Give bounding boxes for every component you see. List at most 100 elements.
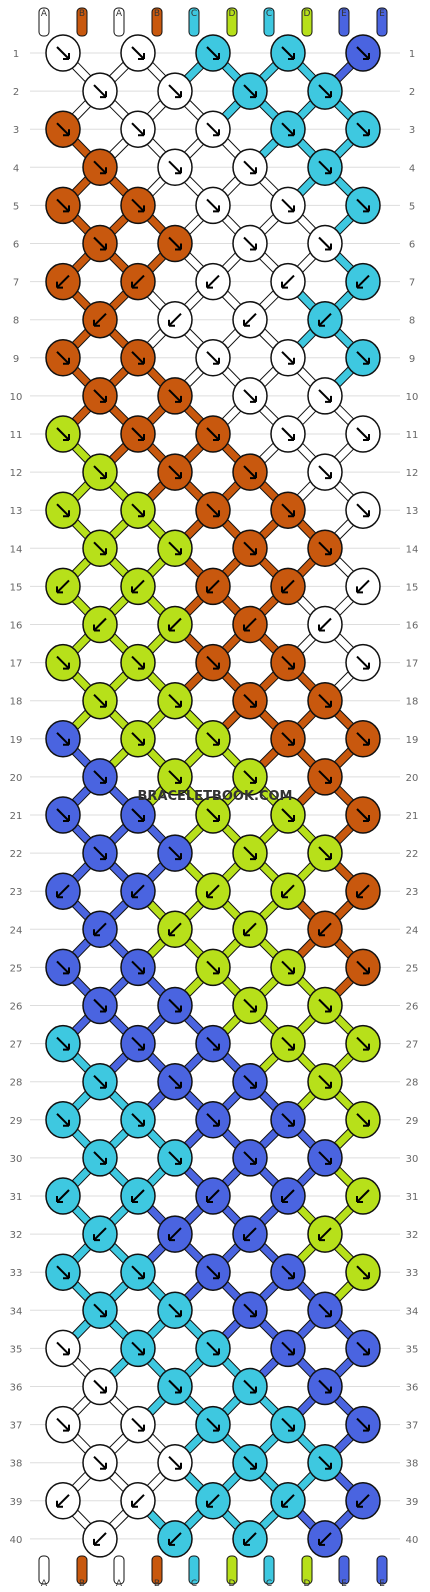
knot-arrow-head bbox=[325, 395, 332, 403]
knot-arrow bbox=[168, 465, 182, 479]
knot bbox=[157, 148, 193, 187]
knot-arrow-head bbox=[288, 1043, 295, 1051]
knot-arrow bbox=[131, 274, 145, 289]
strand-tab-top bbox=[263, 7, 275, 37]
knot bbox=[157, 986, 193, 1025]
knot-arrow-head bbox=[63, 53, 70, 60]
knot-arrow bbox=[318, 160, 332, 175]
knot-arrow-head bbox=[100, 91, 107, 99]
knot-arrow bbox=[56, 1113, 70, 1127]
knot bbox=[45, 34, 81, 72]
knot-arrow bbox=[56, 732, 70, 746]
row-number-left: 20 bbox=[10, 773, 23, 784]
knot-arrow-head bbox=[288, 1424, 295, 1432]
knot-arrow bbox=[168, 160, 182, 175]
knot-arrow-head bbox=[288, 510, 295, 518]
knot-arrow bbox=[168, 84, 182, 98]
knot bbox=[157, 1291, 193, 1330]
knot bbox=[345, 872, 381, 910]
knot-arrow-head bbox=[250, 1081, 257, 1089]
knot bbox=[120, 1482, 156, 1520]
knot-arrow-head bbox=[175, 1310, 182, 1318]
row-number-left: 24 bbox=[10, 925, 23, 936]
strand-label-top: A bbox=[116, 9, 123, 19]
knot bbox=[307, 1520, 343, 1558]
knot-arrow-head bbox=[206, 281, 213, 289]
knot bbox=[232, 1367, 268, 1406]
knot bbox=[120, 872, 156, 910]
knot-arrow bbox=[93, 617, 107, 632]
knot bbox=[307, 529, 343, 568]
knot bbox=[120, 720, 156, 758]
strand-label-bottom: B bbox=[154, 1579, 160, 1589]
knot-arrow-head bbox=[250, 853, 257, 861]
knot-arrow-head bbox=[213, 205, 220, 213]
knot-arrow-head bbox=[100, 1462, 107, 1470]
knot bbox=[345, 186, 381, 225]
knot-arrow bbox=[206, 274, 220, 289]
knot-arrow bbox=[131, 579, 145, 594]
strand-label-top: C bbox=[191, 9, 197, 19]
knot bbox=[45, 186, 81, 225]
knot-arrow-head bbox=[100, 700, 107, 708]
knot bbox=[195, 872, 231, 910]
knot-arrow-head bbox=[138, 1348, 145, 1356]
knot-arrow-head bbox=[138, 738, 145, 746]
row-number-left: 26 bbox=[10, 1002, 23, 1013]
knot-arrow-head bbox=[325, 243, 332, 251]
knot-arrow bbox=[281, 884, 295, 898]
row-number-right: 10 bbox=[406, 392, 419, 403]
knot-arrow-head bbox=[131, 1196, 138, 1203]
knot-arrow-head bbox=[138, 815, 145, 822]
knot-arrow-head bbox=[175, 1157, 182, 1165]
row-number-right: 13 bbox=[406, 506, 419, 517]
knot-arrow-head bbox=[63, 357, 70, 365]
knot-arrow bbox=[281, 1417, 295, 1432]
knot-arrow bbox=[56, 503, 70, 517]
knot-arrow-head bbox=[288, 1348, 295, 1356]
knot-arrow-head bbox=[363, 510, 370, 518]
knot-arrow-head bbox=[288, 129, 295, 137]
knot-arrow bbox=[131, 1341, 145, 1356]
knot-arrow-head bbox=[318, 1234, 325, 1242]
knot-arrow-head bbox=[168, 929, 175, 937]
knot-arrow-head bbox=[213, 434, 220, 441]
knot bbox=[157, 1215, 193, 1253]
knot bbox=[195, 339, 231, 377]
knot-arrow bbox=[56, 808, 70, 822]
knot-arrow-head bbox=[250, 776, 257, 784]
knot-arrow bbox=[206, 122, 220, 136]
knot-arrow-head bbox=[213, 357, 220, 365]
strand-label-bottom: B bbox=[79, 1579, 85, 1589]
knot-arrow-head bbox=[356, 1196, 363, 1203]
row-number-left: 38 bbox=[10, 1459, 23, 1470]
row-number-left: 8 bbox=[13, 316, 19, 327]
knot-arrow-head bbox=[168, 1538, 175, 1546]
knot bbox=[82, 224, 118, 263]
knot bbox=[120, 1405, 156, 1444]
knot-arrow-head bbox=[288, 205, 295, 213]
knot-arrow bbox=[168, 846, 182, 860]
strand-tab-top bbox=[113, 7, 125, 37]
knot-arrow bbox=[281, 579, 295, 594]
knot bbox=[82, 1443, 118, 1482]
knot-arrow-head bbox=[206, 1196, 213, 1203]
row-number-left: 37 bbox=[10, 1421, 23, 1432]
knot-arrow bbox=[168, 922, 182, 937]
knot-arrow-head bbox=[206, 891, 213, 899]
knot-arrow bbox=[281, 808, 295, 822]
knot bbox=[45, 1101, 81, 1139]
knot-arrow bbox=[168, 1303, 182, 1318]
knot-arrow bbox=[318, 1074, 332, 1089]
knot-arrow bbox=[131, 503, 145, 517]
knot-arrow-head bbox=[325, 1386, 332, 1394]
row-number-right: 8 bbox=[409, 316, 415, 327]
knot bbox=[120, 186, 156, 225]
row-number-right: 21 bbox=[406, 811, 419, 822]
knot bbox=[195, 1329, 231, 1368]
knot-arrow-head bbox=[175, 1386, 182, 1394]
knot-arrow-head bbox=[100, 395, 107, 403]
knot-arrow bbox=[168, 1227, 182, 1241]
knot bbox=[345, 796, 381, 834]
knot-arrow-head bbox=[175, 1005, 182, 1013]
